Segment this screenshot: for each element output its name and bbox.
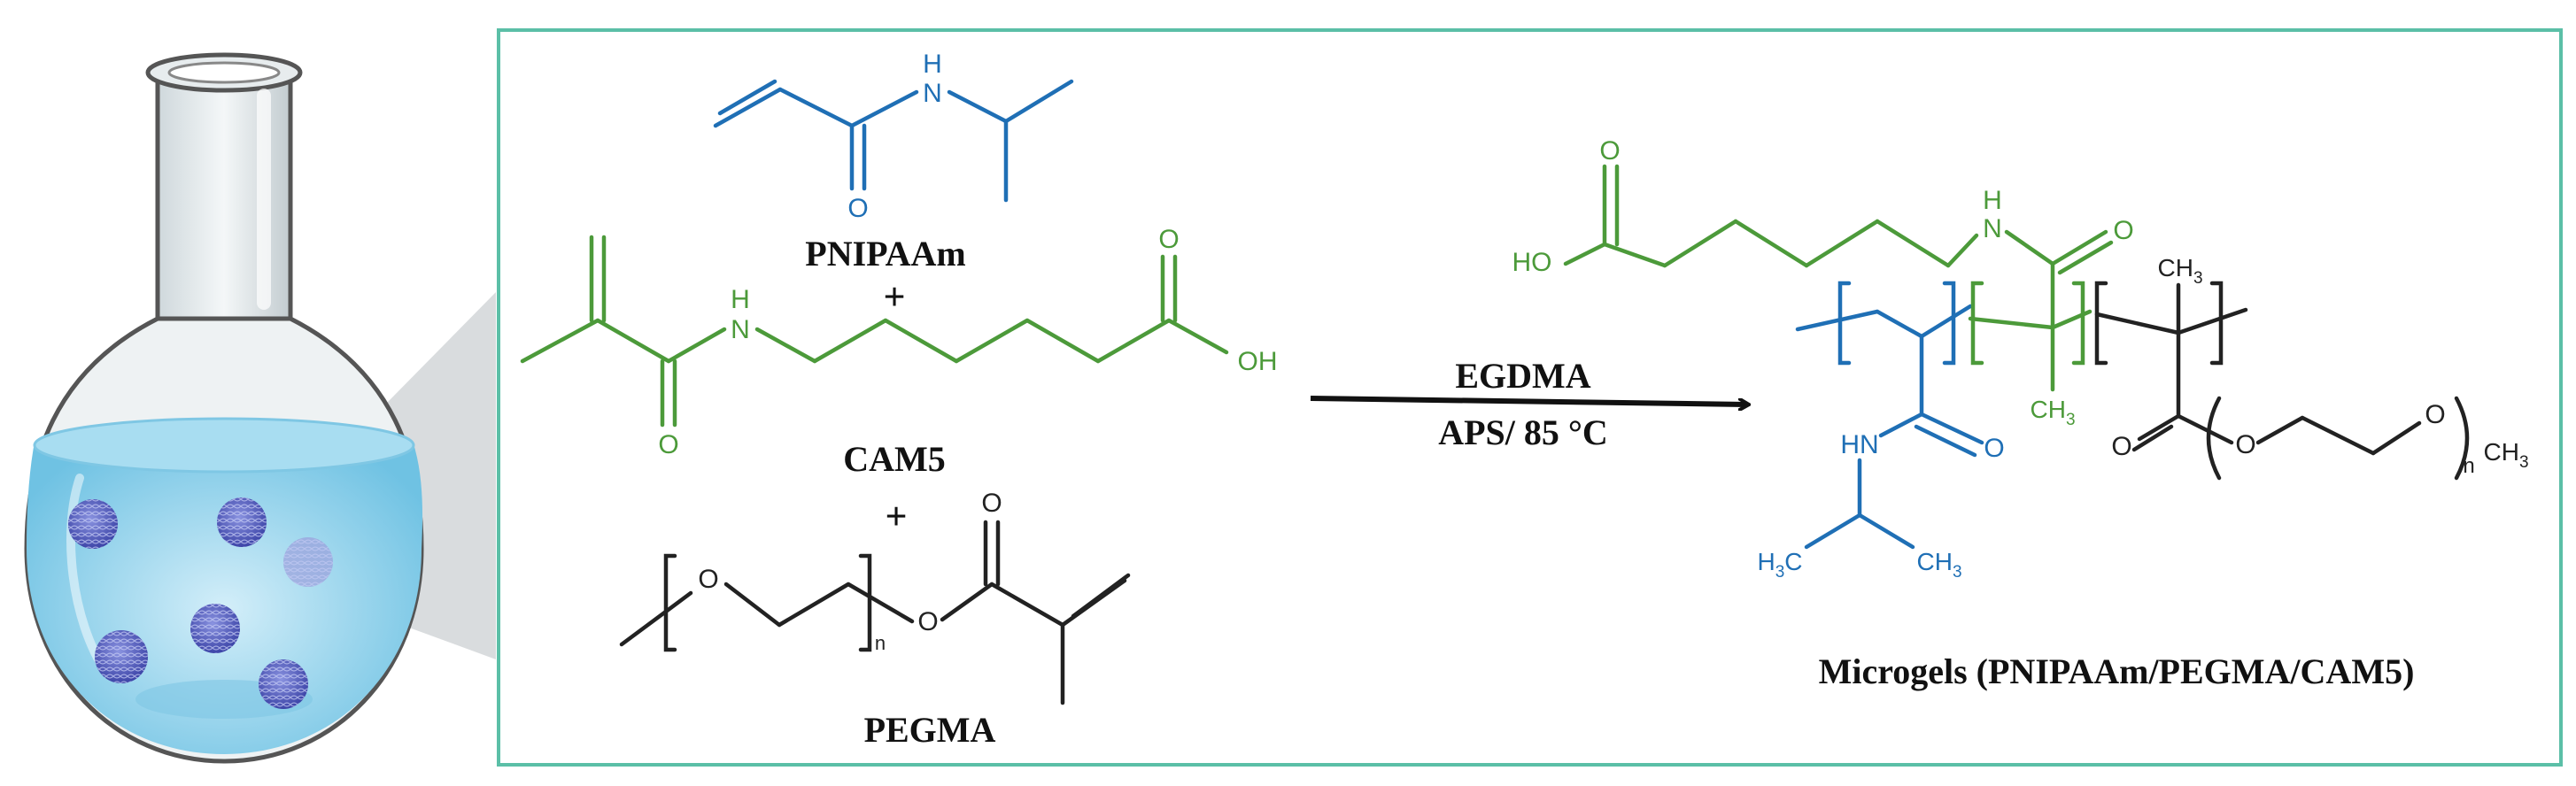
product-h3c-label: H3C (1757, 548, 1802, 582)
product-blue-o-atom: O (1984, 434, 2004, 463)
product-ester-o-atom: O (2235, 430, 2255, 459)
plus-sign-1: + (883, 275, 905, 319)
product-ether-o-atom: O (2425, 400, 2445, 429)
cam5-label: CAM5 (843, 439, 946, 479)
pegma-o-atom: O (698, 565, 718, 594)
crosslinker-label: EGDMA (1455, 356, 1590, 396)
product-ch3-c-label: CH3 (1916, 548, 1961, 582)
product-amide-n-atom: N (1983, 214, 2002, 243)
pnipaam-h-atom: H (923, 50, 942, 79)
product-ch3-a-label: CH3 (2030, 396, 2075, 429)
product-pnipaam-unit (1795, 281, 1984, 550)
product-cam5-side-chain (1563, 164, 2114, 330)
product-amide-o-atom: O (2113, 216, 2133, 245)
product-amide-h-atom: H (1983, 186, 2002, 215)
cam5-o2-atom: O (1158, 225, 1179, 254)
round-bottom-flask-icon (24, 52, 496, 764)
pegma-sub-n: n (875, 632, 886, 654)
reaction-arrow (1310, 396, 1746, 405)
product-ch3-b-label: CH3 (2157, 254, 2202, 288)
cam5-n-atom: N (731, 315, 750, 344)
pnipaam-n-atom: N (923, 79, 942, 108)
product-sub-n: n (2463, 454, 2474, 478)
pegma-o3-atom: O (981, 489, 1002, 518)
pegma-structure (619, 520, 1131, 705)
pnipaam-structure (713, 79, 1074, 203)
pegma-label: PEGMA (864, 710, 996, 750)
scheme-frame (497, 28, 2563, 767)
product-ch3-end-label: CH3 (2483, 438, 2528, 472)
conditions-label: APS/ 85 °C (1438, 412, 1608, 452)
pnipaam-label: PNIPAAm (805, 234, 965, 274)
product-hn-atom: HN (1840, 430, 1878, 459)
pnipaam-o-atom: O (847, 194, 868, 223)
cam5-h-atom: H (731, 285, 750, 314)
microgel-particle-icon (68, 497, 333, 709)
cam5-o-atom: O (658, 430, 678, 459)
product-label: Microgels (PNIPAAm/PEGMA/CAM5) (1819, 651, 2415, 691)
product-pegma-unit (2094, 281, 2470, 481)
plus-sign-2: + (885, 495, 907, 538)
product-o-top-atom: O (1599, 136, 1620, 166)
product-ester-dbl-o-atom: O (2111, 432, 2131, 461)
cam5-structure (520, 235, 1229, 428)
product-ho-atom: HO (1512, 248, 1552, 277)
cam5-oh-atom: OH (1238, 347, 1278, 376)
pegma-o2-atom: O (917, 607, 938, 636)
product-cam5-unit (1968, 281, 2093, 392)
